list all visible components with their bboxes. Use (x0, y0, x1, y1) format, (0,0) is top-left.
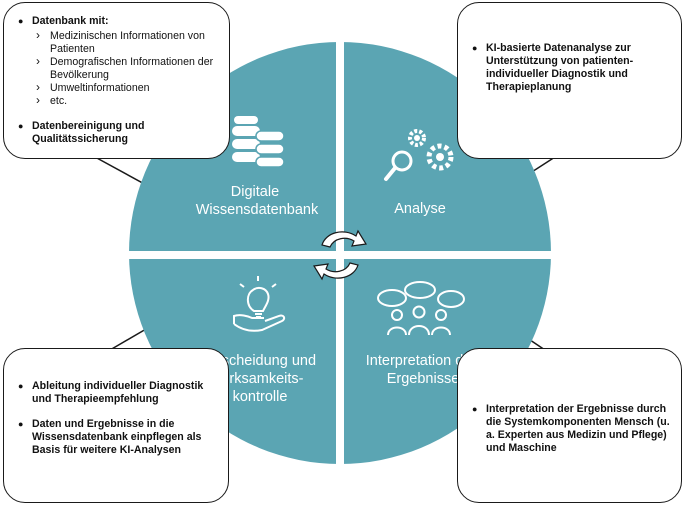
lightbulb-hand-icon (233, 276, 286, 332)
people-speech-bubbles-icon (377, 281, 465, 336)
bullet-datenbereinigung: Datenbereinigung und Qualitätssicherung (16, 120, 219, 146)
database-icon (232, 116, 285, 168)
label-entscheidung: Entscheidung und Wirksamkeits- kontrolle (200, 353, 320, 405)
sub-item-umwelt: Umweltinformationen (32, 81, 219, 95)
bullet-datenbank: Datenbank mit: Medizinischen Information… (16, 15, 219, 108)
cycle-arrows-icon (313, 229, 367, 281)
label-digitale-wissensdatenbank: Digitale Wissensdatenbank (196, 184, 319, 218)
bullet-interpretation: Interpretation der Ergebnisse durch die … (470, 403, 671, 455)
spacer (16, 406, 218, 418)
sub-item-patienten: Medizinischen Informationen von Patiente… (32, 29, 219, 56)
bullet-ableitung: Ableitung individueller Diagnostik und T… (16, 380, 218, 406)
box-interpretation: Interpretation der Ergebnisse durch die … (457, 348, 682, 503)
bullet-daten-einpflegen: Daten und Ergebnisse in die Wissensdaten… (16, 418, 218, 457)
sub-item-etc: etc. (32, 94, 219, 108)
label-analyse: Analyse (394, 201, 446, 217)
spacer (16, 108, 219, 120)
gears-magnifier-icon (384, 129, 454, 181)
sub-item-bevoelkerung: Demografischen Informationen der Bevölke… (32, 55, 219, 82)
bullet-ki-datenanalyse: KI-basierte Datenanalyse zur Unterstützu… (470, 42, 669, 94)
box-entscheidung: Ableitung individueller Diagnostik und T… (3, 348, 229, 503)
box-digitale-wissensdatenbank: Datenbank mit: Medizinischen Information… (3, 2, 230, 159)
label-interpretation: Interpretation der Ergebnisse (366, 353, 480, 387)
bullet-datenbank-text: Datenbank mit: (32, 15, 109, 27)
box-analyse: KI-basierte Datenanalyse zur Unterstützu… (457, 2, 682, 159)
